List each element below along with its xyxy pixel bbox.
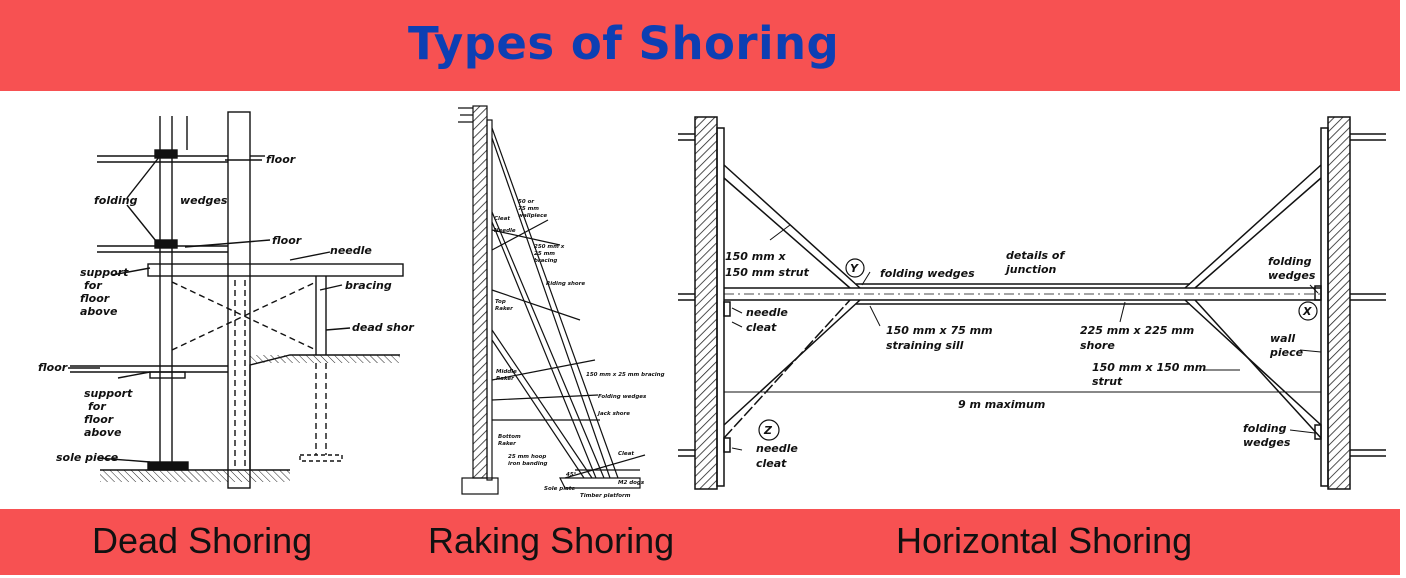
label-support-2: support bbox=[84, 387, 133, 400]
label-wallpiece-1: 50 or bbox=[518, 199, 534, 205]
marker-y: Y bbox=[850, 262, 859, 275]
label-for-2: for bbox=[88, 400, 106, 413]
label-wall-2: piece bbox=[1269, 346, 1304, 359]
label-wedges-r1: wedges bbox=[1268, 269, 1316, 282]
label-strut-r1: 150 mm x 150 mm bbox=[1092, 361, 1206, 374]
label-details-2: junction bbox=[1004, 263, 1057, 276]
label-support-1: support bbox=[80, 266, 129, 279]
horizontal-shoring-diagram bbox=[678, 116, 1386, 490]
label-needle-1: needle bbox=[746, 306, 788, 319]
label-middle-raker-1: Middle bbox=[496, 369, 517, 375]
label-cleat: Cleat bbox=[494, 216, 510, 222]
caption-dead-shoring: Dead Shoring bbox=[92, 520, 313, 561]
label-sole-plate: Sole plate bbox=[544, 486, 575, 492]
label-needle-2: needle bbox=[756, 442, 798, 455]
caption-horizontal-shoring: Horizontal Shoring bbox=[896, 520, 1193, 561]
label-shore-1: 225 mm x 225 mm bbox=[1080, 324, 1194, 337]
label-dead-shore: dead shor bbox=[352, 321, 414, 334]
label-cleat-2: cleat bbox=[756, 457, 787, 470]
label-above-1: above bbox=[80, 305, 118, 318]
label-dogs: M2 dogs bbox=[618, 480, 645, 486]
label-strut-1: 150 mm x bbox=[725, 250, 787, 263]
label-folding: folding bbox=[94, 194, 138, 207]
label-folding-wedges-y: folding wedges bbox=[880, 267, 975, 280]
label-wedges: wedges bbox=[180, 194, 228, 207]
horizontal-shoring-labels: 150 mm x 150 mm strut Y folding wedges d… bbox=[725, 249, 1316, 470]
label-bottom-raker-2: Raker bbox=[498, 441, 516, 447]
label-details-1: details of bbox=[1006, 249, 1065, 262]
label-floor-mid: floor bbox=[272, 234, 302, 247]
label-sole-piece: sole piece bbox=[56, 451, 119, 464]
label-timber-platform: Timber platform bbox=[580, 493, 631, 499]
label-strut-2: 150 mm strut bbox=[725, 266, 810, 279]
label-wedges-r2: wedges bbox=[1243, 436, 1291, 449]
label-angle: 45° bbox=[566, 472, 577, 478]
label-folding-r2: folding bbox=[1243, 422, 1287, 435]
label-bracing-150: 150 mm x 25 mm bracing bbox=[586, 372, 665, 378]
label-maximum: 9 m maximum bbox=[958, 398, 1045, 411]
label-top-raker-2: Raker bbox=[495, 306, 513, 312]
label-straining-1: 150 mm x 75 mm bbox=[886, 324, 993, 337]
label-middle-raker-2: Raker bbox=[496, 376, 514, 382]
label-top-raker-1: Top bbox=[495, 299, 506, 305]
label-folding-r1: folding bbox=[1268, 255, 1312, 268]
title-banner: Types of Shoring bbox=[0, 0, 1400, 91]
label-above-2: above bbox=[84, 426, 122, 439]
label-shore-2: shore bbox=[1080, 339, 1115, 352]
label-bottom-raker-1: Bottom bbox=[498, 434, 521, 440]
caption-banner bbox=[0, 509, 1400, 575]
marker-x: X bbox=[1302, 305, 1312, 318]
label-riding-shore: Riding shore bbox=[546, 281, 585, 287]
label-needle: Needle bbox=[494, 228, 516, 234]
label-floor-above-2: floor bbox=[84, 413, 114, 426]
label-bracing-3: bracing bbox=[534, 258, 557, 264]
caption-raking-shoring: Raking Shoring bbox=[428, 520, 675, 561]
label-jack-shore: Jack shore bbox=[597, 411, 630, 417]
label-wall-1: wall bbox=[1270, 332, 1295, 345]
label-hoop-1: 25 mm hoop bbox=[508, 454, 546, 460]
label-floor-above-1: floor bbox=[80, 292, 110, 305]
label-bracing: bracing bbox=[345, 279, 392, 292]
label-floor-top: floor bbox=[266, 153, 296, 166]
label-strut-r2: strut bbox=[1092, 375, 1123, 388]
marker-z: Z bbox=[763, 424, 773, 437]
label-hoop-2: iron banding bbox=[508, 461, 548, 467]
dead-shoring-labels: floor folding wedges floor needle suppor… bbox=[38, 153, 414, 464]
label-floor-left: floor bbox=[38, 361, 68, 374]
label-cleat-1: cleat bbox=[746, 321, 777, 334]
label-needle: needle bbox=[330, 244, 372, 257]
label-wallpiece-2: 75 mm bbox=[518, 206, 539, 212]
label-straining-2: straining sill bbox=[886, 339, 964, 352]
label-for-1: for bbox=[84, 279, 102, 292]
label-folding-wedges: Folding wedges bbox=[598, 394, 647, 400]
label-wallpiece-3: wallpiece bbox=[518, 213, 547, 219]
label-bracing-2: 25 mm bbox=[534, 251, 555, 257]
page-title: Types of Shoring bbox=[408, 17, 840, 70]
label-bracing-1: 250 mm x bbox=[534, 244, 565, 250]
label-cleat-2: Cleat bbox=[618, 451, 634, 457]
raking-shoring-labels: 50 or 75 mm wallpiece Cleat Needle 250 m… bbox=[494, 199, 665, 499]
dead-shoring-diagram bbox=[68, 111, 404, 489]
raking-shoring-diagram bbox=[458, 105, 646, 495]
